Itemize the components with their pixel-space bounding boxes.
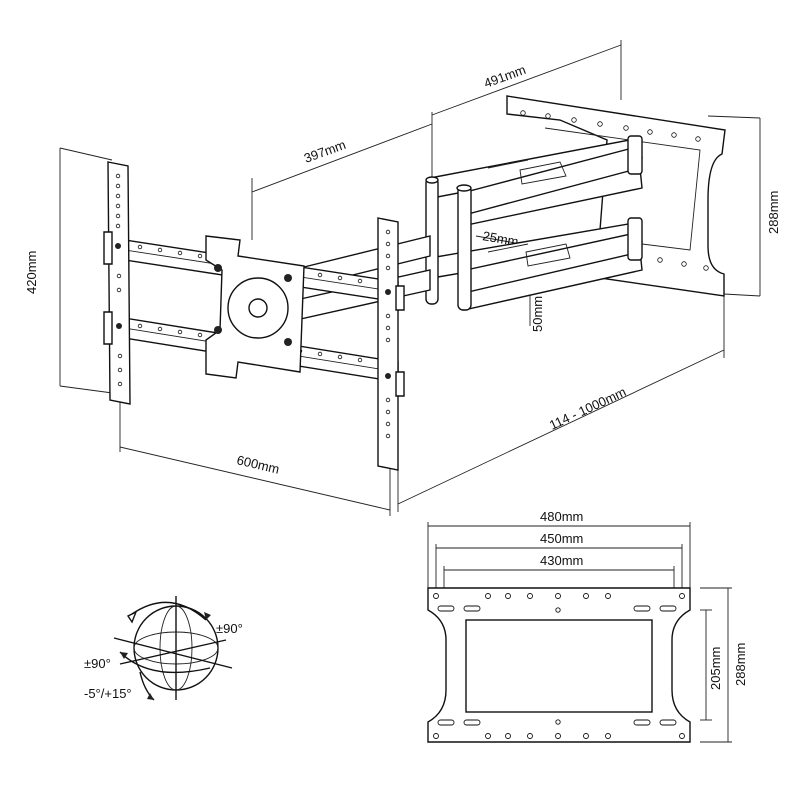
wall-plate-detail-dims [427,522,732,743]
tv-vertical-bracket-right [377,217,405,471]
dim-205: 205mm [708,647,723,690]
center-adapter-plate [205,235,305,379]
dim-420: 420mm [24,251,39,294]
rotation-sphere-icon [113,596,233,701]
dim-491: 491mm [482,62,528,91]
wall-plate-detail [427,587,691,743]
dim-480: 480mm [540,509,583,524]
wall-plate-detail-labels: 480mm 450mm 430mm 205mm 288mm [540,509,748,690]
dim-114-1000: 114 - 1000mm [547,384,628,433]
dim-288-right: 288mm [766,191,781,234]
tilt-label: -5°/+15° [84,686,132,701]
dim-397: 397mm [302,137,348,166]
swivel-label: ±90° [216,621,243,636]
dim-50: 50mm [530,296,545,332]
rotation-labels: ±90° ±90° -5°/+15° [84,621,243,701]
tv-vertical-bracket-left [103,161,131,405]
dim-450: 450mm [540,531,583,546]
dim-600: 600mm [235,452,281,476]
dim-430: 430mm [540,553,583,568]
rotate-label: ±90° [84,656,111,671]
articulating-arms [425,135,643,311]
dim-288-detail: 288mm [733,643,748,686]
